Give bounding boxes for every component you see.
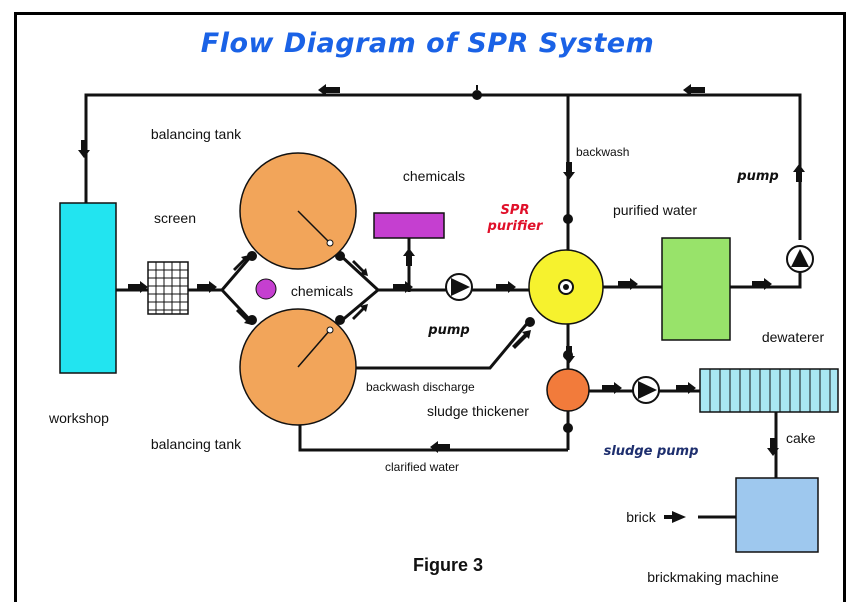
dewaterer-label: dewaterer (762, 329, 825, 345)
valves (247, 85, 573, 433)
sludge-pump-label: sludge pump (604, 444, 699, 459)
backwash-discharge-pipe (330, 319, 532, 370)
workshop-box (59, 202, 117, 374)
screen-grid (147, 261, 189, 315)
merge-upper-pipe (338, 253, 380, 292)
spr-label-line2: purifier (487, 219, 544, 234)
sludge-pump (632, 376, 660, 404)
brickmaking-machine-label: brickmaking machine (647, 569, 779, 585)
dewaterer (699, 368, 839, 413)
balancing-tank-bottom-label: balancing tank (151, 436, 242, 452)
return-pump (786, 245, 814, 273)
purified-water-label: purified water (613, 202, 697, 218)
workshop-label: workshop (48, 410, 109, 426)
figure-caption: Figure 3 (413, 555, 483, 575)
brick-label: brick (626, 509, 657, 525)
cake-label: cake (786, 430, 816, 446)
sludge-thickener (546, 368, 590, 412)
clarified-water-label: clarified water (385, 460, 459, 474)
feed-pump-label: pump (427, 323, 469, 338)
backwash-discharge-label: backwash discharge (366, 380, 475, 394)
screen-label: screen (154, 210, 196, 226)
clarified-water-pipe (298, 415, 568, 452)
flow-arrows (78, 84, 805, 523)
sludge-thickener-label: sludge thickener (427, 403, 529, 419)
chemicals-dosing-circle (255, 278, 277, 300)
merge-lower-pipe (339, 288, 379, 324)
purified-water-tank (661, 237, 731, 341)
chemicals-tank (373, 212, 445, 239)
spr-label-line1: SPR (501, 203, 530, 218)
feed-pump (445, 273, 473, 301)
split-lower-pipe (220, 288, 254, 324)
chemicals-tank-label: chemicals (403, 168, 465, 184)
diagram-title: Flow Diagram of SPR System (200, 28, 655, 59)
brickmaking-machine (735, 477, 819, 553)
balancing-tank-top-label: balancing tank (151, 126, 242, 142)
chemicals-circle-label: chemicals (291, 283, 353, 299)
backwash-label: backwash (576, 145, 629, 159)
return-pump-label: pump (736, 169, 778, 184)
